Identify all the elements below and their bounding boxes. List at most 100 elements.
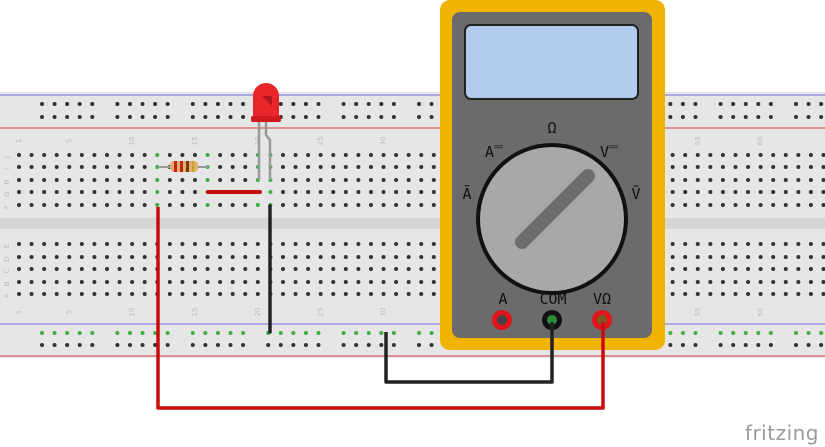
breadboard-hole[interactable] — [429, 343, 434, 347]
breadboard-hole[interactable] — [190, 102, 195, 106]
breadboard-hole[interactable] — [127, 102, 132, 106]
breadboard-hole[interactable] — [680, 343, 685, 347]
breadboard-hole[interactable] — [394, 165, 399, 169]
breadboard-hole[interactable] — [343, 255, 348, 259]
breadboard-hole[interactable] — [718, 331, 723, 335]
breadboard-hole[interactable] — [821, 255, 825, 259]
breadboard-hole[interactable] — [758, 255, 763, 259]
breadboard-hole[interactable] — [771, 178, 776, 182]
breadboard-hole[interactable] — [354, 115, 359, 119]
breadboard-hole[interactable] — [783, 165, 788, 169]
breadboard-hole[interactable] — [720, 190, 725, 194]
breadboard-hole[interactable] — [180, 255, 185, 259]
breadboard-hole[interactable] — [67, 153, 72, 157]
breadboard-hole[interactable] — [218, 178, 223, 182]
breadboard-hole[interactable] — [42, 178, 47, 182]
breadboard-hole[interactable] — [79, 280, 84, 284]
breadboard-hole[interactable] — [92, 153, 97, 157]
breadboard-hole[interactable] — [354, 331, 359, 335]
breadboard-hole[interactable] — [293, 242, 298, 246]
breadboard-hole[interactable] — [771, 203, 776, 207]
breadboard-hole[interactable] — [431, 178, 436, 182]
breadboard-hole[interactable] — [394, 190, 399, 194]
breadboard-hole[interactable] — [429, 331, 434, 335]
breadboard-hole[interactable] — [140, 343, 145, 347]
breadboard-hole[interactable] — [343, 280, 348, 284]
breadboard-hole[interactable] — [255, 255, 260, 259]
breadboard-hole[interactable] — [115, 115, 120, 119]
breadboard-hole[interactable] — [356, 203, 361, 207]
breadboard-hole[interactable] — [79, 165, 84, 169]
breadboard-hole[interactable] — [316, 102, 321, 106]
breadboard-hole[interactable] — [391, 102, 396, 106]
breadboard-hole[interactable] — [808, 255, 813, 259]
breadboard-hole[interactable] — [720, 280, 725, 284]
breadboard-hole[interactable] — [280, 267, 285, 271]
breadboard-hole[interactable] — [29, 255, 34, 259]
breadboard-hole[interactable] — [167, 190, 172, 194]
breadboard-hole[interactable] — [670, 292, 675, 296]
breadboard-hole[interactable] — [708, 255, 713, 259]
breadboard-hole[interactable] — [280, 242, 285, 246]
breadboard-hole[interactable] — [821, 292, 825, 296]
breadboard-hole[interactable] — [695, 190, 700, 194]
breadboard-hole[interactable] — [65, 331, 70, 335]
breadboard-hole[interactable] — [165, 343, 170, 347]
breadboard-hole[interactable] — [142, 280, 147, 284]
breadboard-hole[interactable] — [228, 343, 233, 347]
breadboard-hole[interactable] — [318, 267, 323, 271]
breadboard-hole[interactable] — [356, 255, 361, 259]
breadboard-hole[interactable] — [303, 331, 308, 335]
breadboard-hole[interactable] — [205, 292, 210, 296]
breadboard-hole[interactable] — [768, 343, 773, 347]
breadboard-hole[interactable] — [180, 203, 185, 207]
breadboard-hole[interactable] — [67, 178, 72, 182]
breadboard-hole[interactable] — [368, 190, 373, 194]
breadboard-hole[interactable] — [771, 292, 776, 296]
breadboard-hole[interactable] — [695, 255, 700, 259]
breadboard-hole[interactable] — [306, 153, 311, 157]
breadboard-hole[interactable] — [17, 267, 21, 271]
breadboard-hole[interactable] — [79, 203, 84, 207]
breadboard-hole[interactable] — [192, 267, 197, 271]
breadboard-hole[interactable] — [241, 102, 246, 106]
breadboard-hole[interactable] — [306, 165, 311, 169]
breadboard-hole[interactable] — [733, 267, 738, 271]
breadboard-hole[interactable] — [758, 203, 763, 207]
breadboard-hole[interactable] — [117, 190, 122, 194]
breadboard-hole[interactable] — [228, 115, 233, 119]
breadboard-hole[interactable] — [291, 343, 296, 347]
breadboard-hole[interactable] — [306, 190, 311, 194]
breadboard-hole[interactable] — [293, 267, 298, 271]
breadboard-hole[interactable] — [67, 203, 72, 207]
breadboard-hole[interactable] — [819, 331, 824, 335]
breadboard-hole[interactable] — [381, 153, 386, 157]
breadboard-hole[interactable] — [379, 331, 384, 335]
breadboard-hole[interactable] — [29, 292, 34, 296]
breadboard-hole[interactable] — [243, 292, 248, 296]
breadboard-hole[interactable] — [215, 115, 220, 119]
breadboard-hole[interactable] — [368, 178, 373, 182]
breadboard-hole[interactable] — [356, 165, 361, 169]
breadboard-hole[interactable] — [104, 178, 109, 182]
breadboard-hole[interactable] — [130, 242, 135, 246]
breadboard-hole[interactable] — [92, 255, 97, 259]
breadboard-hole[interactable] — [743, 102, 748, 106]
breadboard-hole[interactable] — [708, 267, 713, 271]
breadboard-hole[interactable] — [142, 165, 147, 169]
breadboard-hole[interactable] — [142, 178, 147, 182]
breadboard-hole[interactable] — [130, 255, 135, 259]
breadboard-hole[interactable] — [142, 153, 147, 157]
breadboard-hole[interactable] — [683, 178, 688, 182]
breadboard-hole[interactable] — [77, 115, 82, 119]
breadboard-hole[interactable] — [720, 165, 725, 169]
breadboard-hole[interactable] — [255, 292, 260, 296]
breadboard-hole[interactable] — [731, 102, 736, 106]
breadboard-hole[interactable] — [318, 242, 323, 246]
breadboard-hole[interactable] — [683, 190, 688, 194]
breadboard-hole[interactable] — [720, 203, 725, 207]
breadboard-hole[interactable] — [306, 292, 311, 296]
breadboard-hole[interactable] — [733, 190, 738, 194]
breadboard-hole[interactable] — [54, 242, 59, 246]
breadboard-hole[interactable] — [419, 280, 424, 284]
